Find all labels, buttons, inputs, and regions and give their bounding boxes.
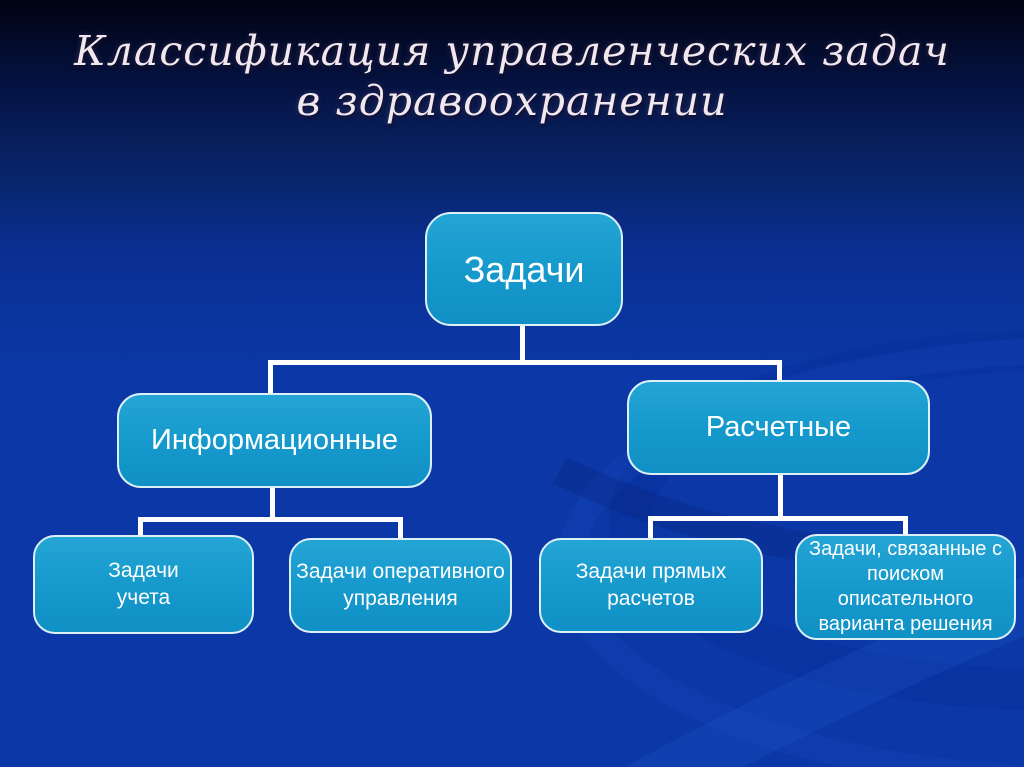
tree-node-computational: Расчетные bbox=[627, 380, 930, 475]
connector-root-stem bbox=[520, 326, 525, 363]
connector-drop-descriptive bbox=[903, 516, 908, 536]
connector-level2-right-horizontal bbox=[648, 516, 908, 521]
connector-level2-left-horizontal bbox=[138, 517, 403, 522]
connector-drop-operational bbox=[398, 517, 403, 539]
connector-drop-direct-calc bbox=[648, 516, 653, 539]
slide-title-line2: в здравоохранении bbox=[296, 77, 728, 125]
tree-node-informational: Информационные bbox=[117, 393, 432, 488]
connector-drop-computational bbox=[777, 360, 782, 381]
tree-node-descriptive-solution-tasks: Задачи, связанные с поиском описательног… bbox=[795, 534, 1016, 640]
connector-drop-accounting bbox=[138, 517, 143, 536]
slide-title: Классификация управленческих задач в здр… bbox=[0, 26, 1024, 126]
connector-computational-stem bbox=[778, 473, 783, 520]
slide-title-line1: Классификация управленческих задач bbox=[74, 27, 950, 75]
connector-drop-informational bbox=[268, 360, 273, 394]
tree-node-operational-management-tasks: Задачи оперативного управления bbox=[289, 538, 512, 633]
connector-informational-stem bbox=[270, 486, 275, 521]
tree-node-accounting-tasks: Задачи учета bbox=[33, 535, 254, 634]
tree-node-direct-calculation-tasks: Задачи прямых расчетов bbox=[539, 538, 763, 633]
tree-node-root: Задачи bbox=[425, 212, 623, 326]
connector-level1-horizontal bbox=[268, 360, 782, 365]
